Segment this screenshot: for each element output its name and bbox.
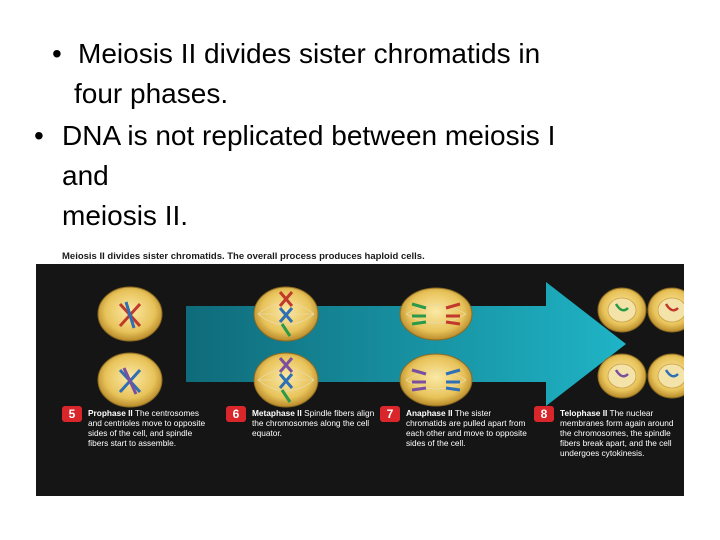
telophase-cells	[597, 287, 684, 399]
metaphase-cell-bottom	[253, 352, 319, 408]
anaphase-cell-bottom	[399, 353, 473, 407]
step-description: Prophase II The centrosomes and centriol…	[88, 408, 213, 448]
bullet-dot: •	[34, 120, 44, 151]
step-title: Metaphase II	[252, 408, 302, 418]
step-body: The nuclear membranes form again around …	[560, 408, 674, 458]
bullet-2-line-2: and	[62, 160, 109, 191]
meiosis-figure: Meiosis II divides sister chromatids. Th…	[36, 250, 684, 496]
step-body: The sister chromatids are pulled apart f…	[406, 408, 527, 448]
step-number-badge: 5	[62, 406, 82, 422]
figure-caption-bar: Meiosis II divides sister chromatids. Th…	[36, 250, 684, 264]
step-body: Spindle fibers align the chromosomes alo…	[252, 408, 375, 438]
prophase-cell-bottom	[97, 352, 163, 408]
step-description: Telophase II The nuclear membranes form …	[560, 408, 685, 458]
bullet-dot: •	[52, 38, 62, 69]
step-description: Metaphase II Spindle fibers align the ch…	[252, 408, 377, 438]
step-title: Anaphase II	[406, 408, 453, 418]
meiosis-illustration	[97, 282, 684, 408]
bullet-2-line-3: meiosis II.	[62, 200, 189, 231]
step-title: Prophase II	[88, 408, 133, 418]
bullet-list: • Meiosis II divides sister chromatids i…	[0, 0, 720, 250]
step-title: Telophase II	[560, 408, 608, 418]
step-number-badge: 8	[534, 406, 554, 422]
step-number-badge: 6	[226, 406, 246, 422]
step-description: Anaphase II The sister chromatids are pu…	[406, 408, 531, 448]
step-number-badge: 7	[380, 406, 400, 422]
bullet-1-line-2: four phases.	[74, 78, 229, 109]
anaphase-cell-top	[399, 287, 473, 341]
bullet-2-line-1: DNA is not replicated between meiosis I	[62, 120, 556, 151]
prophase-cell-top	[97, 286, 163, 342]
step-body: The centrosomes and centrioles move to o…	[88, 408, 206, 448]
bullet-1-line-1: Meiosis II divides sister chromatids in	[78, 38, 541, 69]
metaphase-cell-top	[253, 286, 319, 342]
figure-panel	[36, 264, 684, 496]
figure-caption: Meiosis II divides sister chromatids. Th…	[62, 251, 425, 262]
